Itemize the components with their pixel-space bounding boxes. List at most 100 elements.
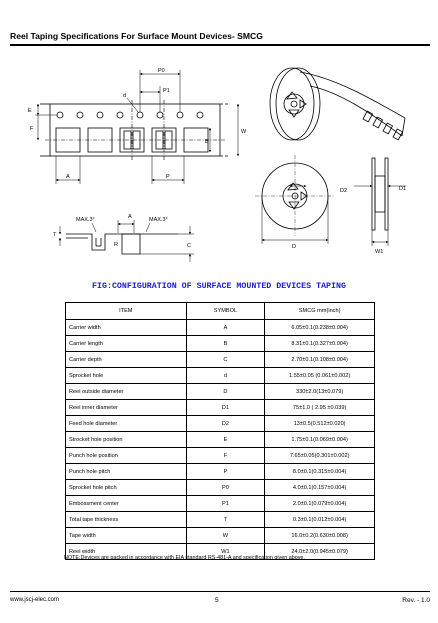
label-a: A [66,174,70,180]
symbol-cell: P0 [185,479,266,496]
symbol-cell: A [185,319,266,336]
label-e: E [28,108,32,114]
item-cell: Carrier length [65,335,187,352]
item-cell: Punch hole pitch [65,463,187,480]
label-b: B [205,139,209,145]
value-cell: 8.0±0.1(0.315±0.004) [264,463,375,480]
label-d1: D1 [399,186,406,192]
note-text: NOTE:Devices are packed in accordance wi… [64,555,305,561]
value-cell: 0.3±0.1(0.012±0.004) [264,511,375,528]
symbol-cell: d [185,367,266,384]
reel-front-view [255,155,335,244]
footer-revision: Rev. - 1.0 [402,597,430,604]
item-cell: Feed hole diameter [65,415,187,432]
item-cell: Total tape thickness [65,511,187,528]
label-t: T [53,232,57,238]
symbol-cell: F [185,447,266,464]
label-p1: P1 [163,88,170,94]
footer-website: www.jscj-elec.com [10,597,60,603]
symbol-cell: B [185,335,266,352]
value-cell: 13±0.5(0.512±0.020) [264,415,375,432]
value-cell: 16.0±0.2(0.630±0.008) [264,527,375,544]
value-cell: 2.0±0.1(0.079±0.004) [264,495,375,512]
tape-configuration-drawing: P0 P1 d E F W B A P MAX.3° MAX.3° A T R … [28,67,406,262]
symbol-cell: C [185,351,266,368]
header-smcg: SMCG mm(inch) [264,302,375,320]
header-unit: mm(inch) [317,308,341,314]
tape-cross-section [58,220,194,262]
item-cell: Strocket hole position [65,431,187,448]
item-cell: Sprocket hole [65,367,187,384]
value-cell: 8.31±0.1(0.327±0.004) [264,335,375,352]
value-cell: 2.70±0.1(0.108±0.004) [264,351,375,368]
reel-perspective [269,67,406,141]
label-d2: D2 [340,188,347,194]
header-symbol: SYMBOL [185,302,266,320]
label-w1: W1 [375,249,383,255]
label-p: P [166,174,170,180]
item-cell: Carrier depth [65,351,187,368]
symbol-cell: T [185,511,266,528]
value-cell: 7.65±0.05(0.301±0.002) [264,447,375,464]
item-cell: Tape width [65,527,187,544]
label-f: F [30,126,34,132]
value-cell: 1.75±0.1(0.069±0.004) [264,431,375,448]
header-smcg-label: SMCG [298,308,316,314]
label-d: d [123,93,126,99]
value-cell: 75±1.0 ( 2.95 ±0.039) [264,399,375,416]
symbol-cell: W [185,527,266,544]
item-cell: Reel outside diameter [65,383,187,400]
symbol-cell: D [185,383,266,400]
label-max3-left: MAX.3° [76,217,95,223]
footer-page-number: 5 [215,597,219,604]
label-max3-right: MAX.3° [149,217,168,223]
item-cell: Reel inner diameter [65,399,187,416]
symbol-cell: E [185,431,266,448]
figure-caption: FIG:CONFIGURATION OF SURFACE MOUNTED DEV… [92,282,346,291]
tape-top-view [35,70,240,184]
symbol-cell: D1 [185,399,266,416]
symbol-cell: P [185,463,266,480]
label-p0: P0 [158,68,165,74]
label-r: R [114,242,118,248]
item-cell: Punch hole position [65,447,187,464]
value-cell: 24.0±2.0(0.945±0.079) [264,543,375,560]
label-a-section: A [128,214,132,220]
symbol-cell: P1 [185,495,266,512]
value-cell: 6.05±0.1(0.238±0.004) [264,319,375,336]
item-cell: Embossment center [65,495,187,512]
footer-divider [10,591,430,592]
page-title: Reel Taping Specifications For Surface M… [10,31,263,41]
value-cell: 330±2.0(13±0.079) [264,383,375,400]
label-d-reel: D [292,244,296,250]
item-cell: Carrier width [65,319,187,336]
item-cell: Sprocket hole pitch [65,479,187,496]
item-cell: Reel width [65,543,187,560]
title-divider [10,44,430,46]
value-cell: 4.0±0.1(0.157±0.004) [264,479,375,496]
label-c: C [187,243,191,249]
symbol-cell: D2 [185,415,266,432]
label-w: W [241,129,247,135]
header-item: ITEM [65,302,187,320]
table-header-row: ITEM SYMBOL SMCG mm(inch) [65,302,375,320]
reel-side-view [354,157,406,246]
value-cell: 1.55±0.05 (0.061±0.002) [264,367,375,384]
